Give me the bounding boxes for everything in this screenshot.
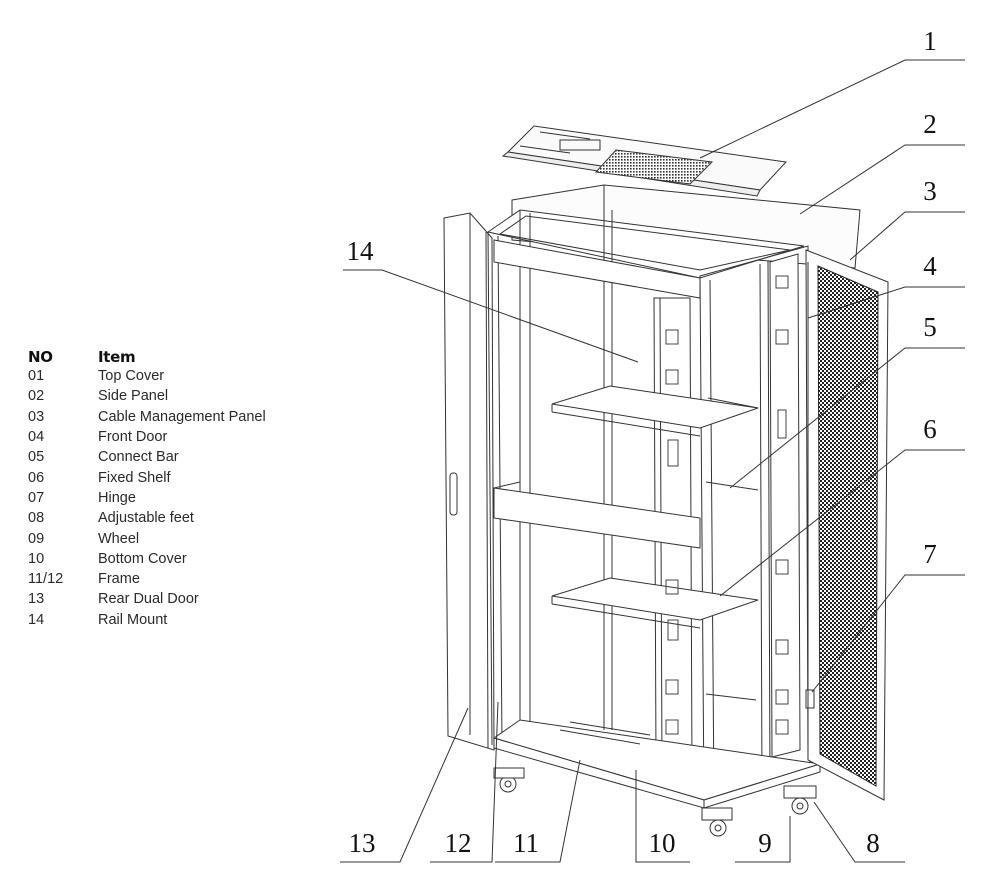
front-door	[806, 250, 888, 800]
legend-row-item: Adjustable feet	[98, 510, 194, 527]
legend-row-no: 13	[28, 591, 45, 608]
legend-row: 14 Rail Mount	[28, 610, 266, 630]
wheels	[494, 768, 816, 837]
legend-row-no: 05	[28, 449, 45, 466]
legend-row-item: Fixed Shelf	[98, 469, 171, 486]
legend-row-item: Frame	[98, 571, 140, 588]
legend-header-no: NO	[28, 348, 53, 366]
callout-number: 4	[923, 251, 937, 281]
legend-row-item: Side Panel	[98, 388, 169, 405]
legend-row-item: Top Cover	[98, 368, 165, 385]
legend-row-no: 07	[28, 489, 45, 506]
legend-row-item: Rail Mount	[98, 611, 168, 628]
legend-row-no: 09	[28, 530, 45, 547]
legend-row-no: 08	[28, 510, 45, 527]
legend-row-no: 14	[28, 611, 45, 628]
callout-number: 5	[923, 312, 937, 342]
legend-row: 01 Top Cover	[28, 366, 266, 386]
legend-row-no: 01	[28, 368, 45, 385]
legend-row-item: Connect Bar	[98, 449, 179, 466]
top-cover	[503, 126, 786, 196]
legend-row: 02 Side Panel	[28, 386, 266, 406]
legend-row-no: 04	[28, 429, 45, 446]
callout-number: 6	[923, 414, 937, 444]
legend-header: NO Item	[28, 346, 266, 366]
legend-row: 03 Cable Management Panel	[28, 407, 266, 427]
legend-row: 04 Front Door	[28, 427, 266, 447]
callout-number: 3	[923, 176, 937, 206]
legend-rows: 01 Top Cover 02 Side Panel 03 Cable Managemen…	[28, 366, 266, 630]
legend-row-item: Rear Dual Door	[98, 591, 199, 608]
legend-row: 09 Wheel	[28, 528, 266, 548]
legend-row-item: Wheel	[98, 530, 140, 547]
legend-row: 08 Adjustable feet	[28, 508, 266, 528]
rail-perforations	[666, 276, 788, 734]
legend-row: 05 Connect Bar	[28, 447, 266, 467]
callout-number: 2	[923, 109, 937, 139]
legend-row-item: Cable Management Panel	[98, 408, 266, 425]
legend-row: 11/12 Frame	[28, 569, 266, 589]
legend-header-item: Item	[98, 348, 136, 366]
legend-row-no: 11/12	[28, 571, 64, 588]
callout-number: 8	[866, 828, 880, 858]
cabinet-frame	[488, 208, 820, 808]
legend-row: 10 Bottom Cover	[28, 549, 266, 569]
legend-row: 06 Fixed Shelf	[28, 467, 266, 487]
legend-row-item: Bottom Cover	[98, 550, 187, 567]
leader-lines	[340, 60, 965, 862]
legend-row: 13 Rear Dual Door	[28, 589, 266, 609]
legend-row-item: Front Door	[98, 429, 168, 446]
callout-number: 14	[347, 236, 375, 266]
legend-row-no: 03	[28, 408, 45, 425]
callout-number: 11	[513, 828, 539, 858]
parts-legend: NO Item 01 Top Cover 02 Side Panel 03 Cable M…	[28, 346, 266, 630]
callout-number: 7	[923, 539, 937, 569]
callout-number: 1	[923, 26, 937, 56]
callout-number: 12	[445, 828, 472, 858]
legend-row: 07 Hinge	[28, 488, 266, 508]
legend-row-no: 02	[28, 388, 45, 405]
legend-row-no: 10	[28, 550, 45, 567]
rear-dual-door	[444, 213, 494, 750]
callout-number: 9	[758, 828, 772, 858]
legend-row-no: 06	[28, 469, 45, 486]
callout-number: 13	[349, 828, 376, 858]
callout-number: 10	[649, 828, 676, 858]
legend-row-item: Hinge	[98, 489, 136, 506]
